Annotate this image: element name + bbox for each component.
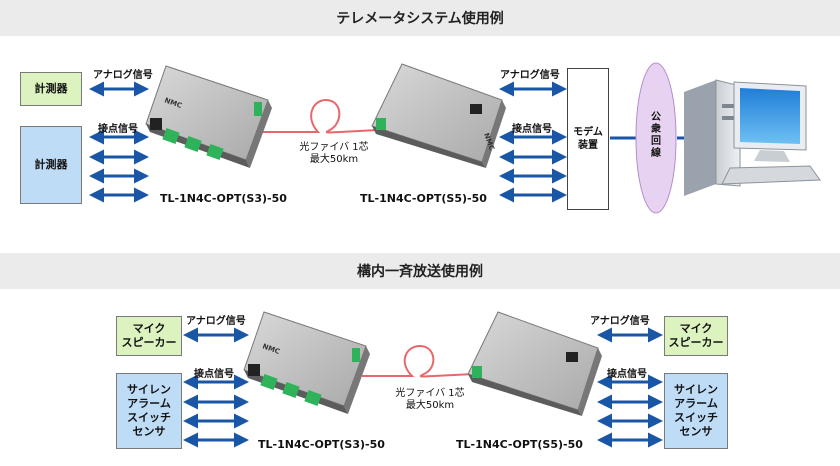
contact-signal-label-right: 接点信号 [512, 124, 552, 135]
broadcast-left-arrows [183, 327, 249, 448]
broadcast-title: 構内一斉放送使用例 [0, 253, 840, 289]
computer-icon [684, 79, 821, 196]
model-label-s5-top: TL-1N4C-OPT(S5)-50 [360, 192, 487, 205]
contact-signal-label-right-b: 接点信号 [607, 369, 647, 380]
model-label-s3-top: TL-1N4C-OPT(S3)-50 [160, 192, 287, 205]
device-s5-bottom [467, 311, 602, 416]
analog-signal-label-left-b: アナログ信号 [186, 316, 246, 327]
model-label-s5-bottom: TL-1N4C-OPT(S5)-50 [456, 438, 583, 451]
fiber-cable-top [262, 98, 379, 134]
public-line-ellipse [635, 62, 677, 214]
analog-signal-label-right: アナログ信号 [500, 70, 560, 81]
fiber-label-bottom: 光ファイバ 1芯 最大50km [395, 388, 465, 411]
fiber-label-top: 光ファイバ 1芯 最大50km [299, 142, 369, 165]
telemetry-right-arrows [499, 81, 567, 203]
public-line-label: 公 衆 回 線 [651, 112, 661, 159]
mic-speaker-box-right: マイク スピーカー [664, 316, 728, 356]
analog-signal-label-left: アナログ信号 [93, 70, 153, 81]
modem-box: モデム 装置 [567, 68, 609, 210]
fiber-cable-bottom [362, 344, 475, 378]
contact-signal-label-left: 接点信号 [98, 124, 138, 135]
siren-box-right: サイレン アラーム スイッチ センサ [664, 373, 728, 449]
broadcast-right-arrows [597, 327, 663, 448]
contact-signal-label-left-b: 接点信号 [194, 369, 234, 380]
device-s3-top: NMC [145, 65, 272, 168]
model-label-s3-bottom: TL-1N4C-OPT(S3)-50 [258, 438, 385, 451]
mic-speaker-box-left: マイク スピーカー [116, 316, 182, 356]
device-s5-top: NMC [371, 63, 506, 168]
telemetry-title: テレメータシステム使用例 [0, 0, 840, 36]
meter-box-bottom: 計測器 [20, 126, 82, 204]
meter-box-top: 計測器 [20, 72, 82, 106]
analog-signal-label-right-b: アナログ信号 [590, 316, 650, 327]
siren-box-left: サイレン アラーム スイッチ センサ [116, 373, 182, 449]
telemetry-left-arrows [89, 81, 149, 203]
device-s3-bottom: NMC [243, 311, 370, 414]
